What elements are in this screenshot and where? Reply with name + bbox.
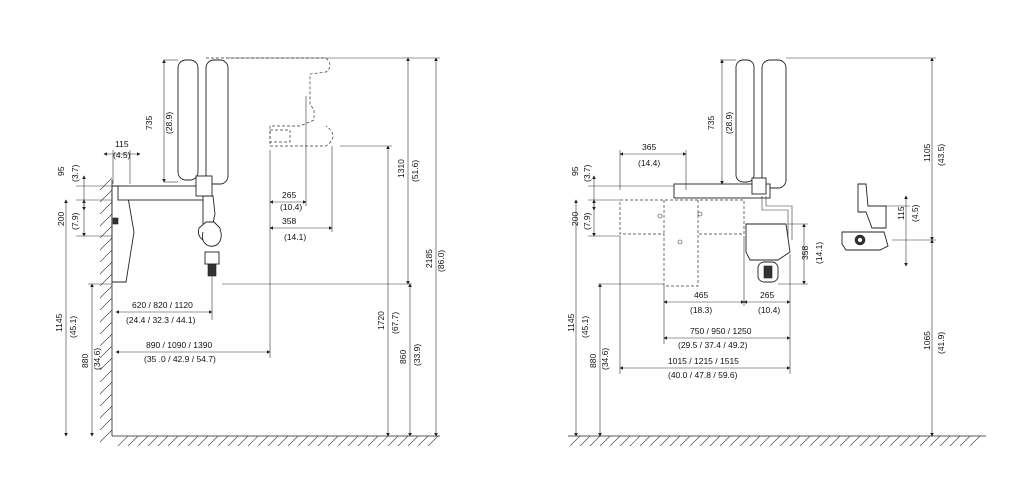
lv-d620: 620 / 820 / 1120 [132, 300, 193, 310]
rv-d1065: 1065 [922, 331, 932, 350]
lv-d358-in: (14.1) [284, 232, 306, 242]
rv-d358-in: (14.1) [814, 242, 824, 264]
lv-d880: 880 [80, 354, 90, 368]
right-equipment [619, 59, 889, 287]
rv-d115-in: (4.5) [910, 204, 920, 222]
lv-d860-in: (33.9) [412, 344, 422, 366]
lv-d2185: 2185 [424, 249, 434, 268]
lv-d880-in: (34.6) [92, 348, 102, 370]
lv-d115: 115 [115, 139, 129, 149]
lv-d95: 95 [56, 166, 66, 176]
lv-d265: 265 [282, 190, 296, 200]
lv-d735-in: (28.9) [164, 112, 174, 134]
lv-d1720: 1720 [376, 311, 386, 330]
rv-d95-in: (3.7) [582, 164, 592, 182]
lv-d1145-in: (45.1) [68, 316, 78, 338]
left-view: 115 (4.5) 735 (28.9) 95 (3.7) 200 (7.9) … [54, 57, 446, 447]
lv-d200-in: (7.9) [70, 212, 80, 230]
rv-d1065-in: (41.9) [936, 332, 946, 354]
lv-d890: 890 / 1090 / 1390 [146, 340, 212, 350]
rv-d95: 95 [570, 166, 580, 176]
left-floor [112, 435, 440, 447]
rv-d750-in: (29.5 / 37.4 / 49.2) [678, 340, 748, 350]
rv-d1145: 1145 [566, 313, 576, 332]
rv-d200: 200 [570, 212, 580, 226]
rv-d465-in: (18.3) [690, 305, 712, 315]
lv-d265-in: (10.4) [280, 202, 302, 212]
right-view: 365 (14.4) 735 (28.9) 95 (3.7) 200 (7.9)… [566, 57, 986, 447]
rv-d265: 265 [760, 290, 774, 300]
right-floor [568, 435, 986, 447]
lv-d95-in: (3.7) [70, 164, 80, 182]
rv-d735-in: (28.9) [724, 112, 734, 134]
lv-d1720-in: (67.7) [390, 312, 400, 334]
lv-d358: 358 [282, 216, 296, 226]
rv-d1105-in: (43.5) [936, 144, 946, 166]
lv-d890-in: (35 .0 / 42.9 / 54.7) [144, 354, 216, 364]
rv-d200-in: (7.9) [582, 212, 592, 230]
lv-d735: 735 [144, 116, 154, 130]
rv-d365-in: (14.4) [638, 158, 660, 168]
rv-d358: 358 [800, 246, 810, 260]
lv-d2185-in: (86.0) [436, 250, 446, 272]
rv-d880: 880 [588, 354, 598, 368]
rv-d735: 735 [706, 116, 716, 130]
rv-d880-in: (34.6) [600, 348, 610, 370]
lv-d200: 200 [56, 212, 66, 226]
left-wall [99, 177, 113, 443]
rv-d115: 115 [896, 206, 906, 220]
rv-d750: 750 / 950 / 1250 [690, 326, 752, 336]
rv-d265-in: (10.4) [758, 305, 780, 315]
rv-d365: 365 [642, 142, 656, 152]
rv-d1015-in: (40.0 / 47.8 / 59.6) [668, 370, 738, 380]
left-equipment [111, 57, 334, 283]
lv-d1310-in: (51.6) [410, 160, 420, 182]
rv-d1105: 1105 [922, 143, 932, 162]
rv-d1145-in: (45.1) [580, 316, 590, 338]
lv-d115-in: (4.5) [113, 150, 131, 160]
lv-d1145: 1145 [54, 313, 64, 332]
lv-d860: 860 [398, 350, 408, 364]
lv-d1310: 1310 [396, 159, 406, 178]
rv-d465: 465 [694, 290, 708, 300]
rv-d1015: 1015 / 1215 / 1515 [668, 356, 739, 366]
lv-d620-in: (24.4 / 32.3 / 44.1) [126, 315, 196, 325]
